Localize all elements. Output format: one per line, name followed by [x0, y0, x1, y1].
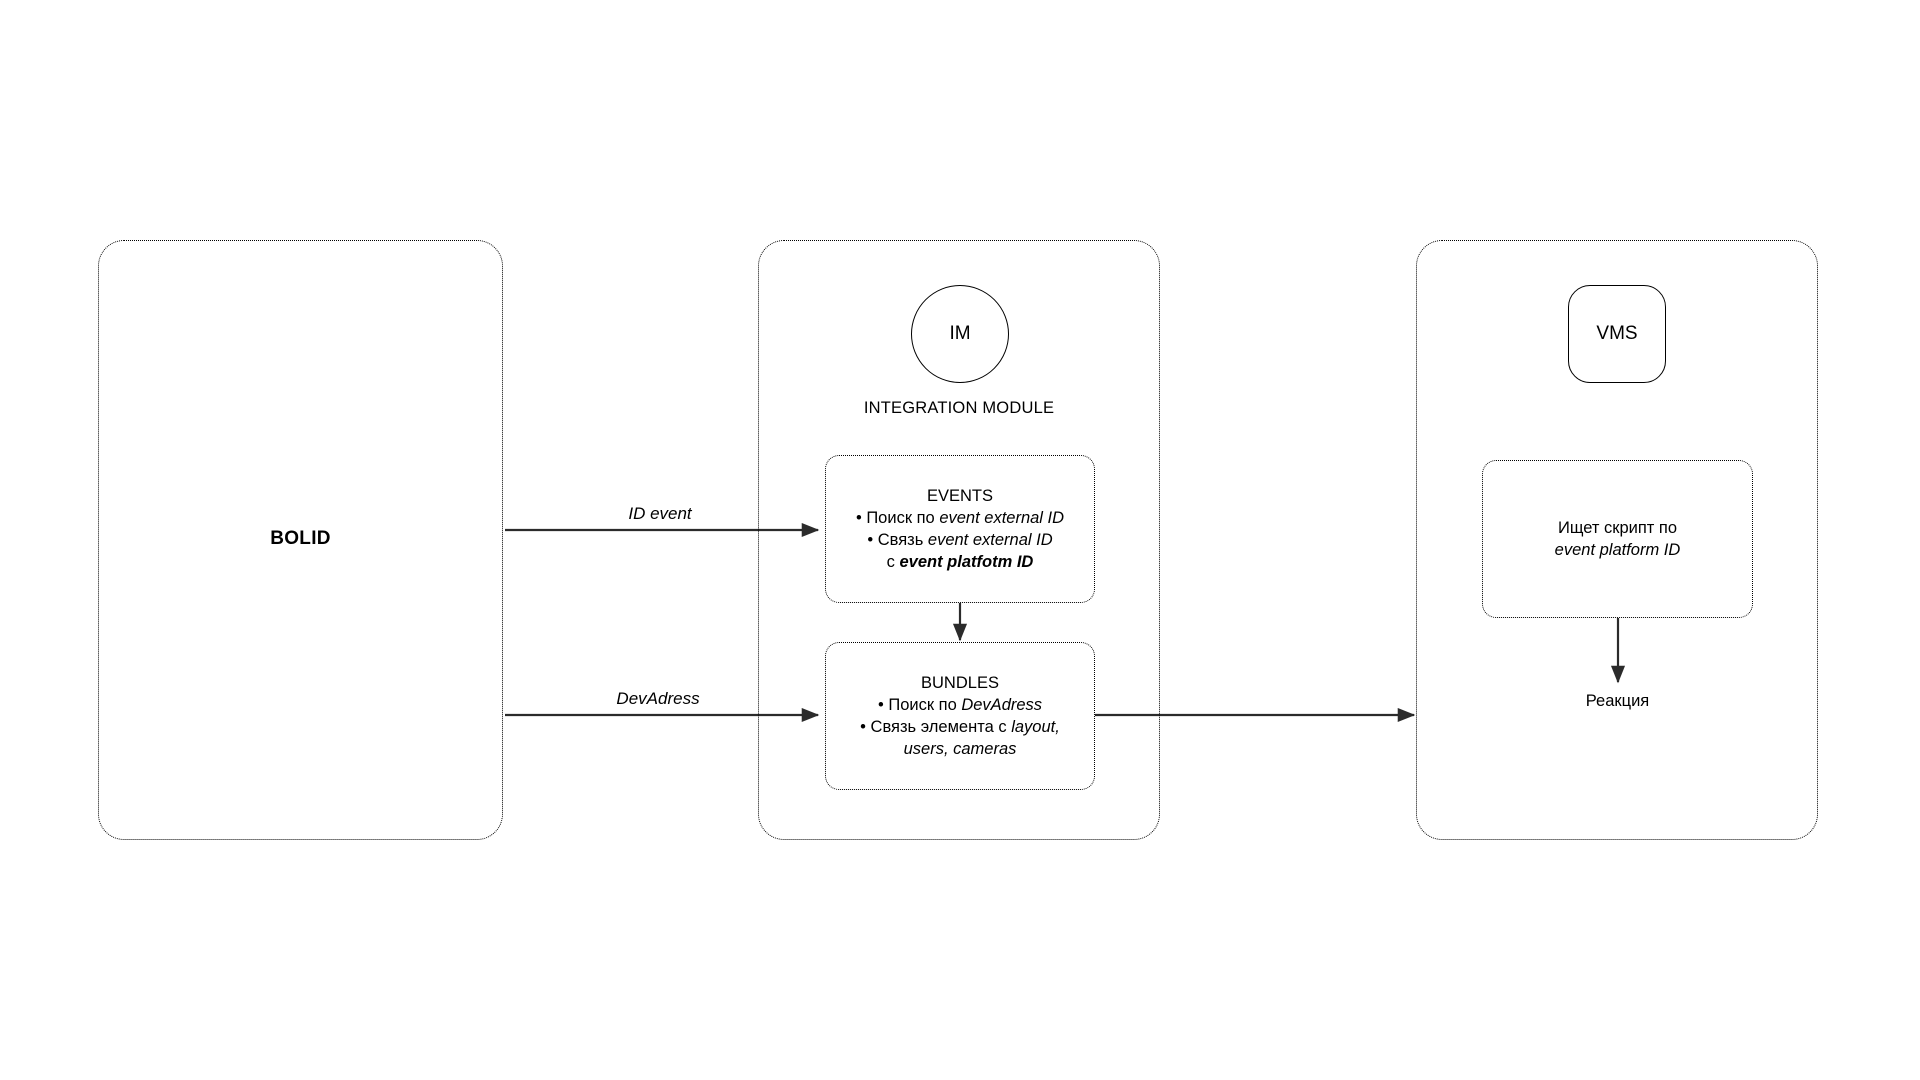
events-box-line: • Связь event external ID: [867, 529, 1052, 551]
bundles-box[interactable]: BUNDLES • Поиск по DevAdress • Связь эле…: [825, 642, 1095, 790]
reaction-label: Реакция: [1585, 692, 1650, 710]
bundles-box-line: users, cameras: [904, 738, 1017, 760]
events-line-1-emphasis: event external ID: [939, 508, 1065, 527]
bundles-box-title: BUNDLES: [921, 673, 999, 692]
bullet-icon: •: [855, 508, 862, 527]
bullet-icon: •: [877, 695, 884, 714]
bundles-line-1-prefix: Поиск по: [888, 695, 962, 714]
events-line-3-emphasis: event platfotm ID: [899, 553, 1034, 572]
events-line-2-prefix: Связь: [877, 531, 928, 549]
events-line-3-prefix: с: [886, 553, 900, 572]
bundles-line-2-prefix: Связь элемента с: [870, 718, 1012, 736]
events-box-line: • Поиск по event external ID: [856, 507, 1064, 529]
bundles-line-3-emphasis: users, cameras: [903, 740, 1017, 759]
bundles-box-line: • Поиск по DevAdress: [878, 694, 1042, 716]
zone-integration-module[interactable]: [758, 240, 1160, 840]
bolid-label: BOLID: [270, 528, 331, 549]
bullet-icon: •: [867, 531, 874, 549]
bundles-box-line: • Связь элемента с layout,: [860, 716, 1060, 738]
script-box-line-1: Ищет скрипт по: [1557, 518, 1678, 537]
edge-label-devadress: DevAdress: [616, 689, 700, 708]
integration-module-caption: INTEGRATION MODULE: [863, 399, 1055, 417]
im-node[interactable]: IM: [911, 285, 1009, 383]
bundles-line-1-emphasis: DevAdress: [961, 695, 1043, 714]
events-box-title: EVENTS: [926, 486, 994, 505]
bundles-line-2-emphasis: layout,: [1011, 718, 1060, 736]
zone-vms[interactable]: [1416, 240, 1818, 840]
edge-label-id-event: ID event: [628, 504, 692, 523]
events-line-1-prefix: Поиск по: [866, 508, 940, 527]
im-node-label: IM: [949, 323, 971, 344]
events-line-2-emphasis: event external ID: [927, 531, 1053, 549]
script-box-line-2: event platform ID: [1554, 541, 1681, 559]
script-search-box[interactable]: Ищет скрипт по event platform ID: [1482, 460, 1753, 618]
zone-bolid[interactable]: [98, 240, 503, 840]
bullet-icon: •: [860, 718, 866, 736]
events-box[interactable]: EVENTS • Поиск по event external ID • Св…: [825, 455, 1095, 603]
events-box-line: с event platfotm ID: [887, 551, 1034, 573]
vms-node[interactable]: VMS: [1568, 285, 1666, 383]
vms-node-label: VMS: [1596, 323, 1638, 344]
